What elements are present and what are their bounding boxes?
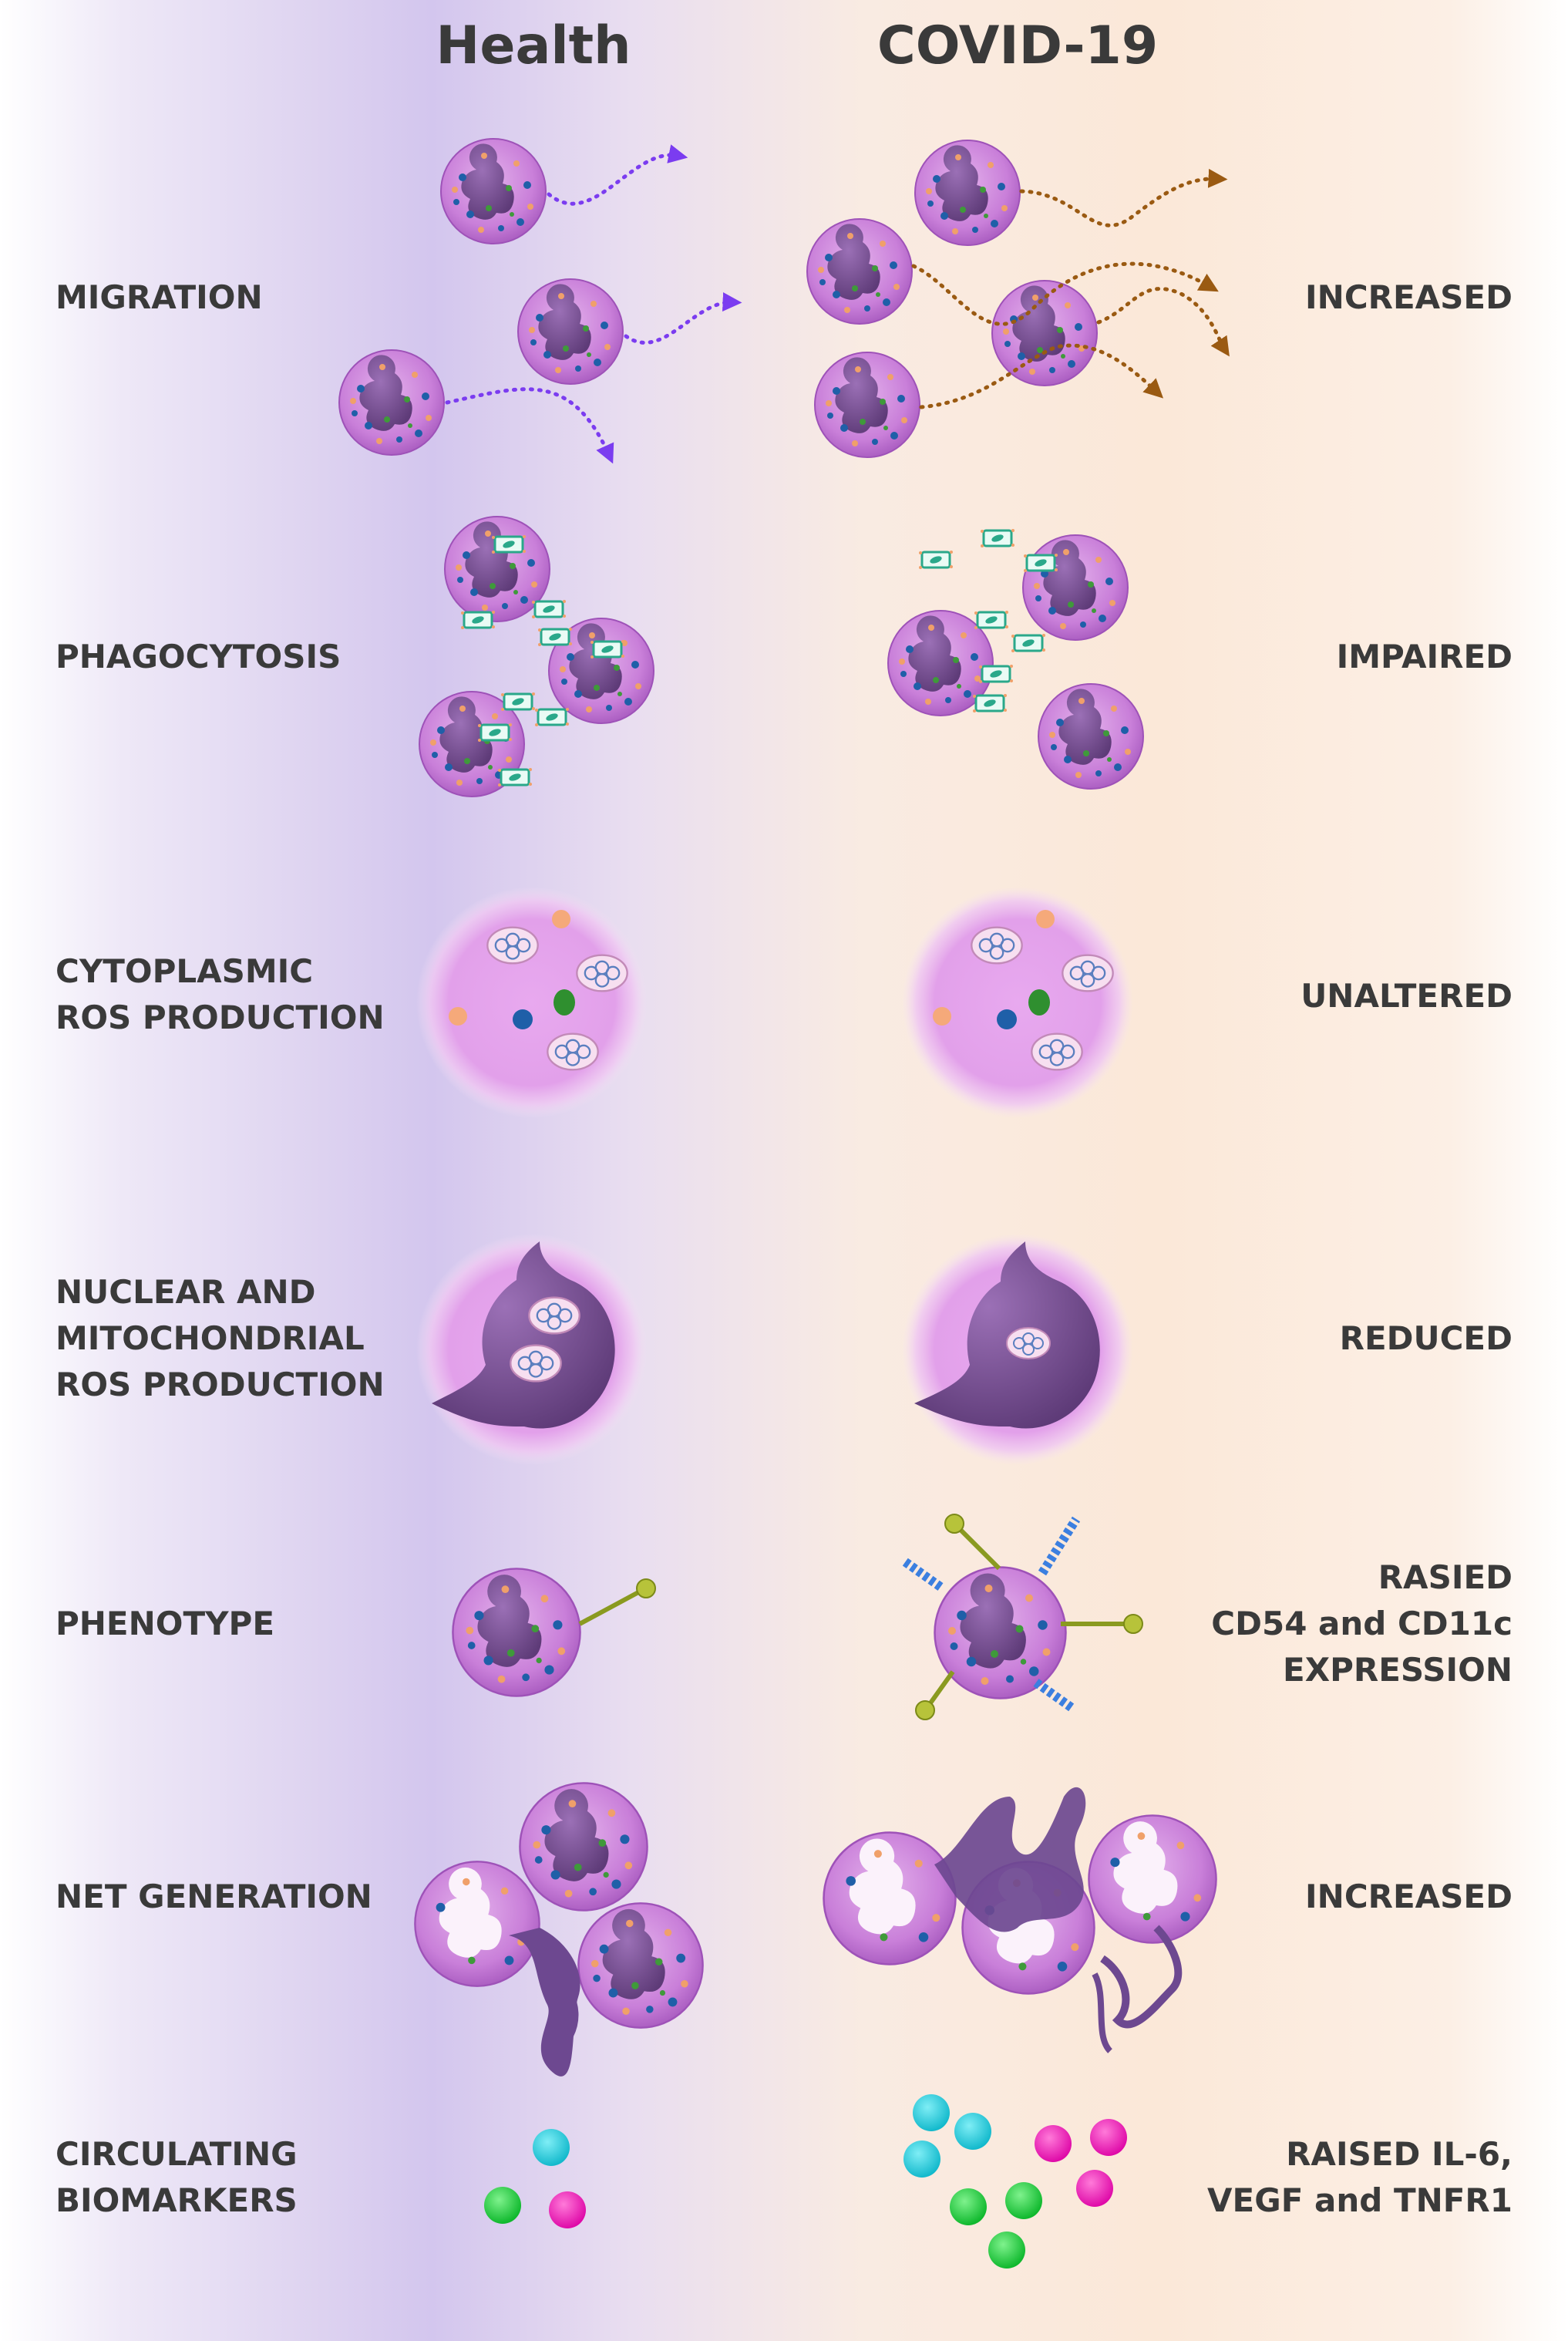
- row-result-migration: INCREASED: [1305, 278, 1512, 316]
- migration-arrow-covid: [1019, 168, 1228, 227]
- biomarker-magenta: [1090, 2119, 1127, 2156]
- row-result-phenotype: RASIED CD54 and CD11c EXPRESSION: [1211, 1558, 1512, 1689]
- row-label-net-generation: NET GENERATION: [56, 1878, 372, 1915]
- biomarker-cyan: [954, 2113, 991, 2150]
- phenotype-health-cell: [452, 1568, 656, 1697]
- biomarker-cyan: [903, 2141, 940, 2178]
- phenotype-covid-cell: [900, 1514, 1143, 1720]
- row-label-migration: MIGRATION: [56, 278, 263, 316]
- row-label-nuclear-mito-ros: NUCLEAR AND MITOCHONDRIAL ROS PRODUCTION: [56, 1273, 385, 1403]
- nuclear-ros-covid-cell: [902, 1234, 1133, 1465]
- row-result-phagocytosis: IMPAIRED: [1336, 638, 1512, 675]
- biomarker-magenta: [1076, 2170, 1113, 2207]
- nuclear-ros-health-cell: [416, 1234, 648, 1465]
- migration-covid-cells: [806, 140, 1230, 458]
- biomarker-magenta: [549, 2191, 586, 2228]
- row-label-circulating-biomarkers: CIRCULATING BIOMARKERS: [56, 2135, 298, 2219]
- biomarker-green: [484, 2187, 521, 2224]
- biomarker-green: [950, 2188, 987, 2225]
- cytoplasmic-ros-covid-cell: [902, 887, 1133, 1118]
- row-result-cytoplasmic-ros: UNALTERED: [1300, 977, 1512, 1015]
- net-generation-health-cells: [414, 1782, 704, 2077]
- cytoplasmic-ros-health-cell: [416, 887, 648, 1118]
- phagocytosis-covid-cells: [887, 527, 1144, 790]
- net-generation-covid-cells: [823, 1787, 1217, 2053]
- migration-arrow-health: [547, 144, 688, 206]
- biomarkers-covid: [903, 2094, 1127, 2269]
- biomarker-magenta: [1035, 2125, 1072, 2162]
- biomarker-green: [1005, 2182, 1042, 2219]
- biomarkers-health: [484, 2129, 586, 2228]
- biomarker-cyan: [913, 2094, 950, 2131]
- row-result-circulating-biomarkers: RAISED IL-6, VEGF and TNFR1: [1207, 2135, 1512, 2219]
- migration-arrow-health: [624, 292, 742, 345]
- row-result-nuclear-mito-ros: REDUCED: [1339, 1319, 1512, 1357]
- column-header-health: Health: [436, 15, 631, 76]
- biomarker-green: [988, 2232, 1025, 2269]
- biomarker-cyan: [533, 2129, 570, 2166]
- migration-health-cells: [338, 138, 742, 464]
- row-result-net-generation: INCREASED: [1305, 1878, 1512, 1915]
- column-header-covid: COVID-19: [877, 15, 1159, 76]
- row-label-phagocytosis: PHAGOCYTOSIS: [56, 638, 342, 675]
- migration-arrow-covid: [911, 261, 1219, 326]
- phagocytosis-health-cells: [419, 516, 654, 797]
- migration-arrow-health: [445, 387, 614, 464]
- migration-arrow-covid: [919, 343, 1164, 409]
- row-label-phenotype: PHENOTYPE: [56, 1605, 275, 1642]
- row-label-cytoplasmic-ros: CYTOPLASMIC ROS PRODUCTION: [56, 952, 385, 1036]
